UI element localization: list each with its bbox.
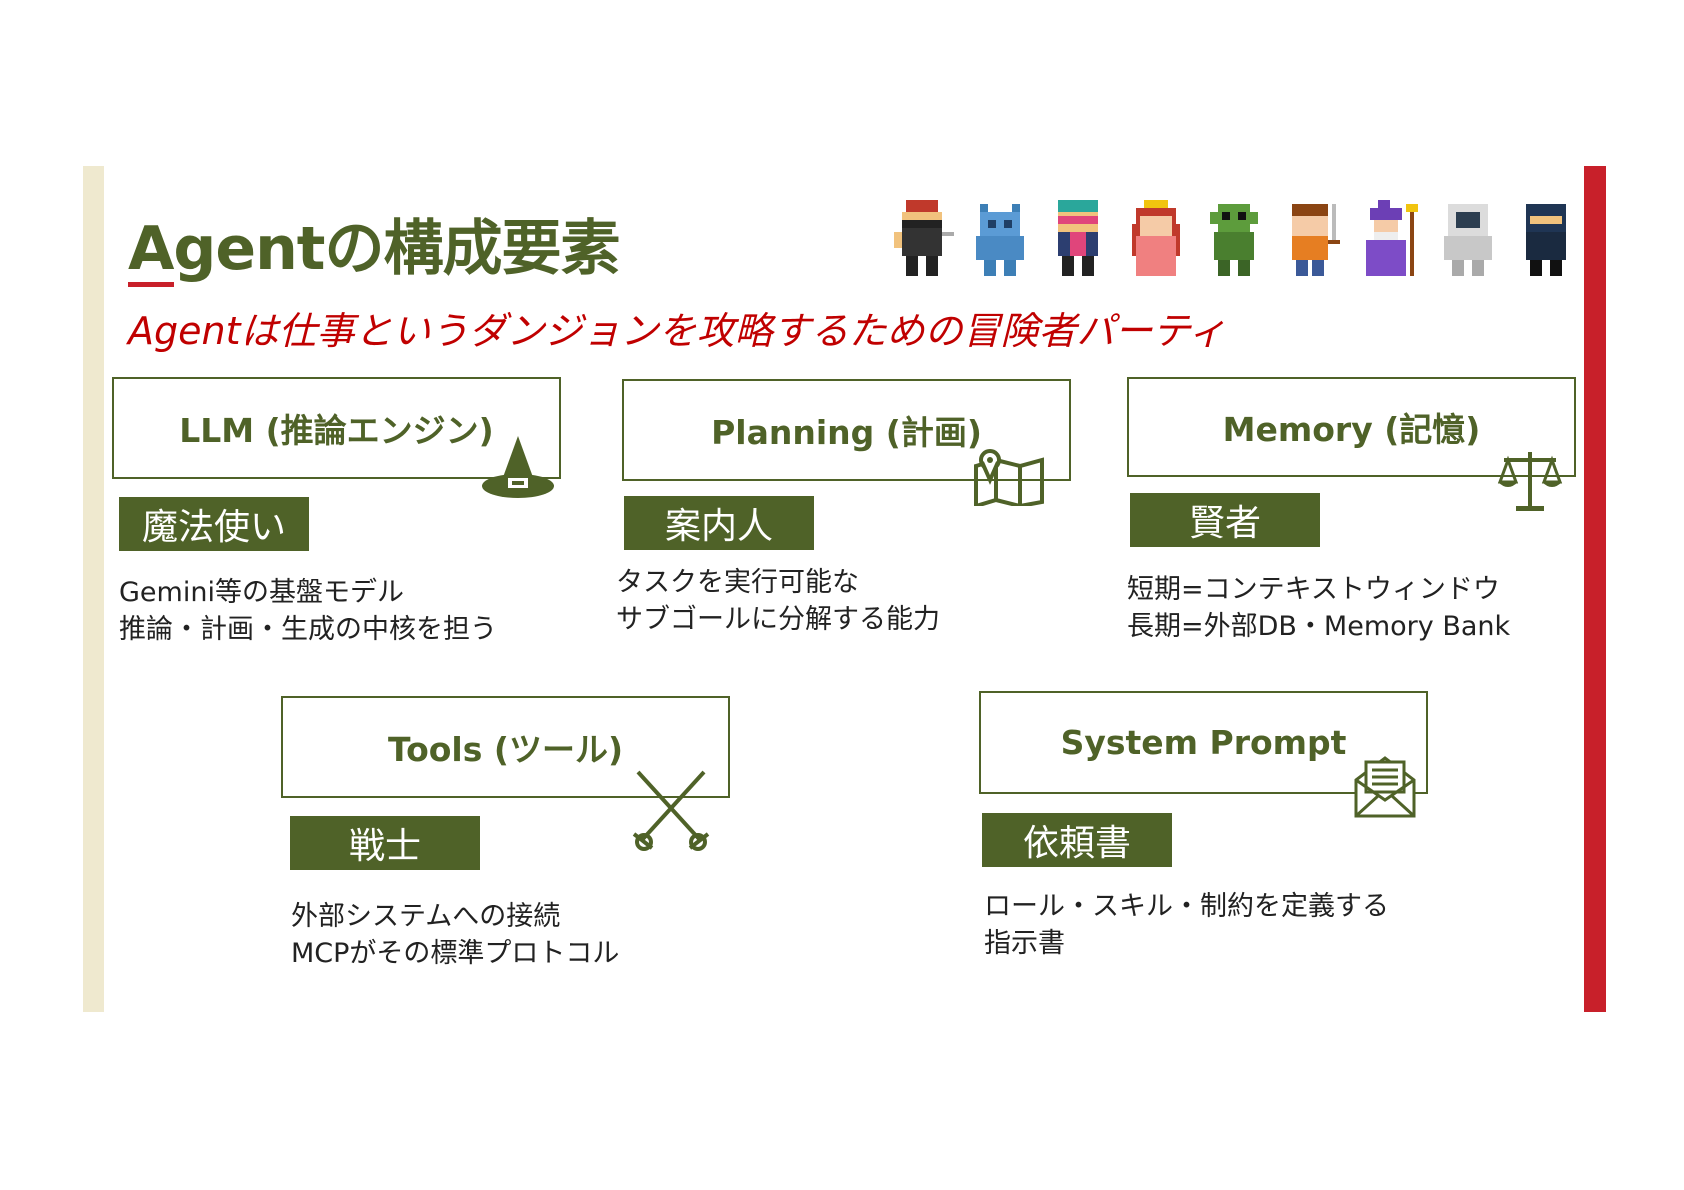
system-prompt-role-badge: 依頼書 bbox=[982, 813, 1172, 867]
slide bbox=[83, 166, 1606, 1012]
right-accent-bar bbox=[1584, 166, 1606, 1012]
witch-hat-icon bbox=[482, 436, 554, 498]
llm-role-badge: 魔法使い bbox=[119, 497, 309, 551]
tools-box: Tools (ツール) bbox=[281, 696, 730, 798]
tools-label: Tools (ツール) bbox=[387, 730, 624, 769]
map-pin-icon bbox=[974, 449, 1044, 506]
princess-character-icon bbox=[1132, 200, 1180, 276]
planning-description: タスクを実行可能な サブゴールに分解する能力 bbox=[616, 567, 940, 635]
dark-ninja-character-icon bbox=[1526, 204, 1566, 276]
left-accent-bar bbox=[83, 166, 104, 1012]
wizard-character-icon bbox=[1366, 200, 1418, 276]
llm-label: LLM (推論エンジン) bbox=[179, 411, 494, 450]
scales-icon bbox=[1497, 452, 1563, 511]
ninja-character-icon bbox=[894, 200, 954, 276]
planning-label: Planning (計画) bbox=[711, 413, 982, 452]
memory-role-badge: 賢者 bbox=[1130, 493, 1320, 547]
page-title: Agentの構成要素 bbox=[128, 214, 620, 284]
astronaut-character-icon bbox=[1444, 204, 1492, 276]
hero-character-icon bbox=[1292, 204, 1340, 276]
envelope-letter-icon bbox=[1354, 756, 1416, 818]
blue-robot-character-icon bbox=[976, 204, 1024, 276]
llm-description: Gemini等の基盤モデル 推論・計画・生成の中核を担う bbox=[119, 577, 497, 645]
memory-box: Memory (記憶) bbox=[1127, 377, 1576, 477]
pixel-character-row bbox=[890, 200, 1578, 276]
tools-role-badge: 戦士 bbox=[290, 816, 480, 870]
memory-description: 短期=コンテキストウィンドウ 長期=外部DB・Memory Bank bbox=[1127, 574, 1511, 642]
memory-label: Memory (記憶) bbox=[1222, 410, 1481, 449]
title-underline bbox=[128, 282, 174, 287]
cyber-character-icon bbox=[1058, 200, 1098, 276]
planning-role-badge: 案内人 bbox=[624, 496, 814, 550]
system-prompt-box: System Prompt bbox=[979, 691, 1428, 794]
crossed-swords-icon bbox=[632, 770, 710, 851]
goblin-character-icon bbox=[1210, 204, 1258, 276]
tools-description: 外部システムへの接続 MCPがその標準プロトコル bbox=[291, 901, 620, 969]
system-prompt-label: System Prompt bbox=[1060, 723, 1347, 762]
system-prompt-description: ロール・スキル・制約を定義する 指示書 bbox=[984, 891, 1389, 959]
page-subtitle: Agentは仕事というダンジョンを攻略するための冒険者パーティ bbox=[128, 309, 1227, 353]
llm-box: LLM (推論エンジン) bbox=[112, 377, 561, 479]
